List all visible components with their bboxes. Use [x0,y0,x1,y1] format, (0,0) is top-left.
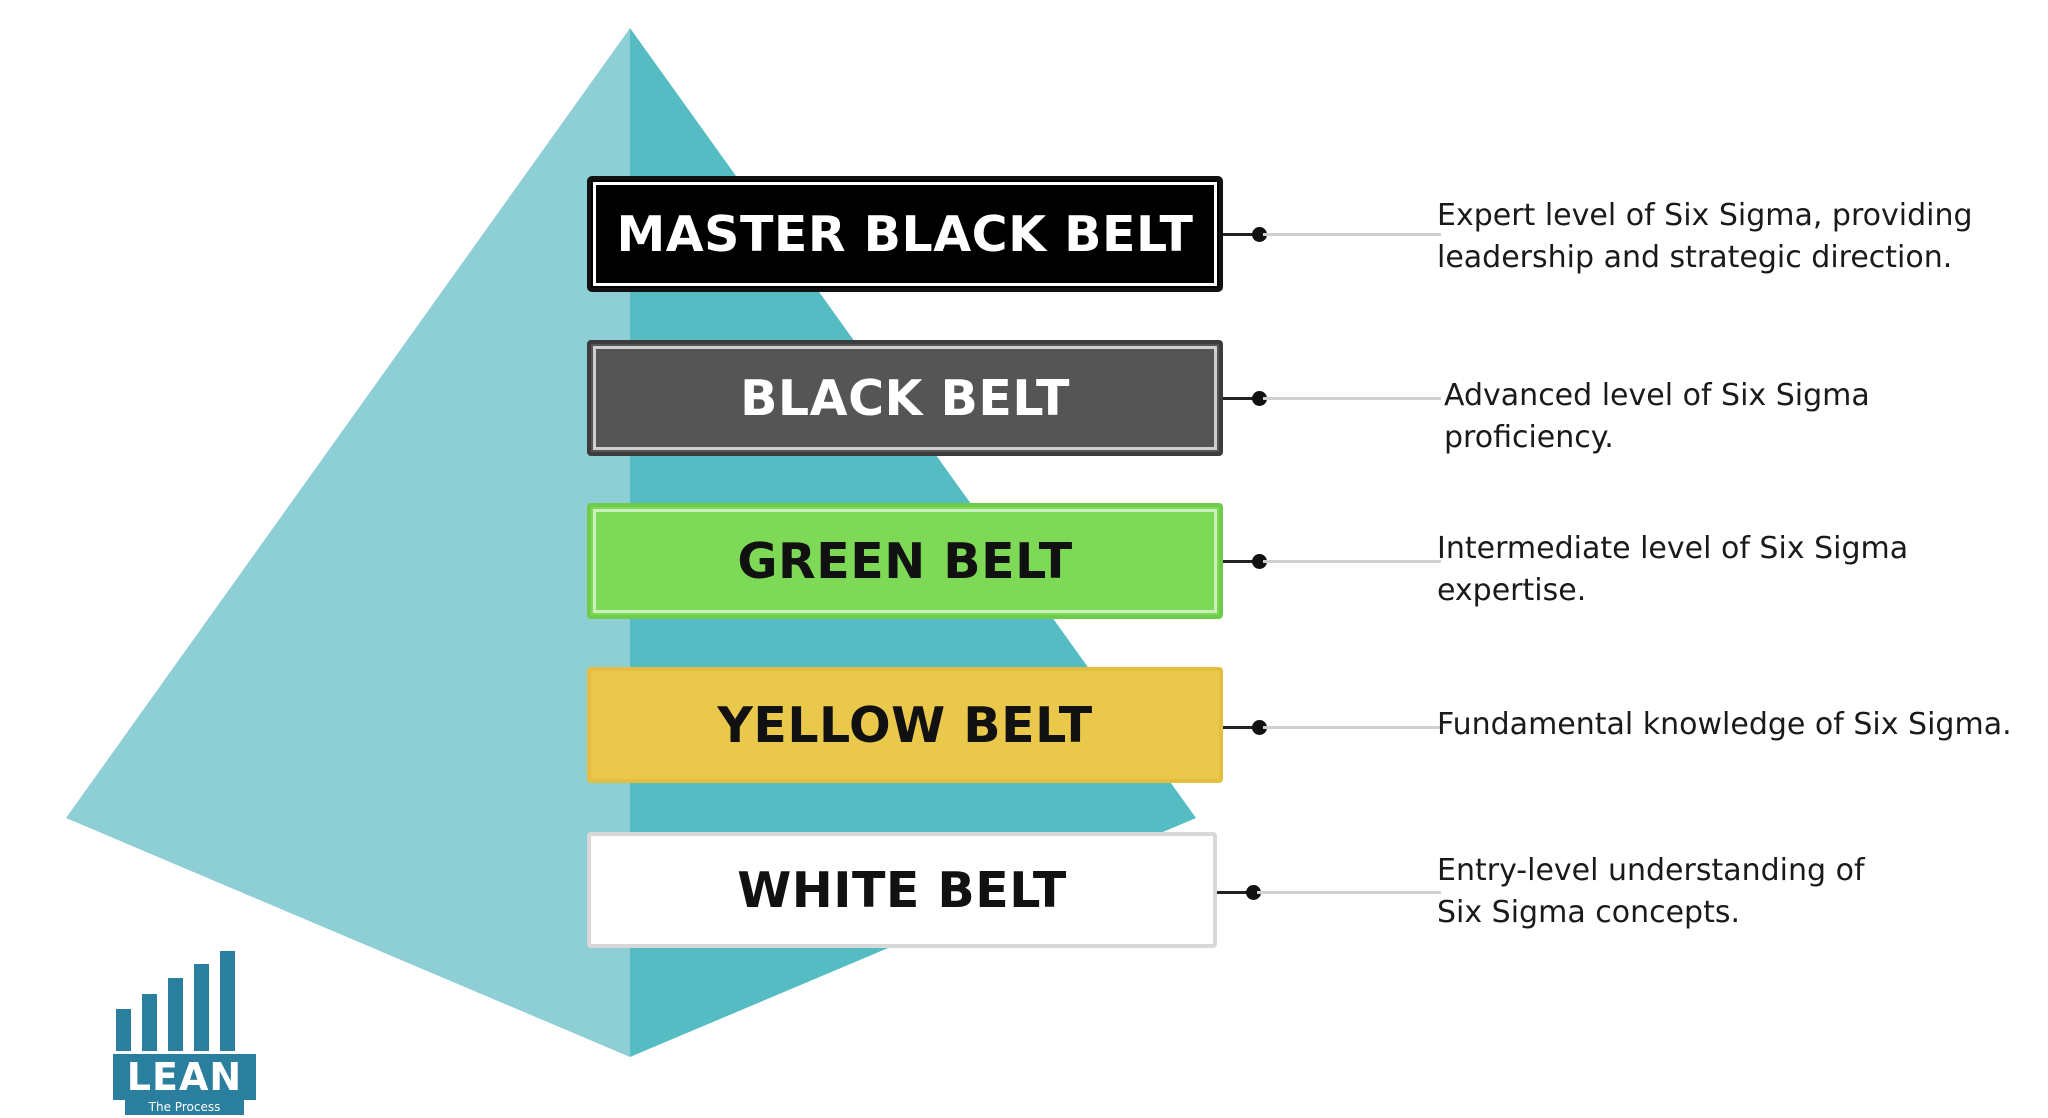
green-belt-description: Intermediate level of Six Sigma expertis… [1437,528,1908,612]
logo-bars [113,950,256,1051]
description-line: Expert level of Six Sigma, providing [1437,198,1973,233]
lean-logo: LEAN The Process [113,950,256,1118]
connector-stub [1223,560,1259,563]
green-belt-label: GREEN BELT [737,532,1073,590]
black-belt-box: BLACK BELT [587,340,1223,456]
connector-dot [1252,720,1267,735]
white-belt-box: WHITE BELT [587,832,1217,948]
logo-bar [194,964,209,1051]
connector-dot [1252,391,1267,406]
white-belt-label: WHITE BELT [737,861,1067,919]
description-line: Fundamental knowledge of Six Sigma. [1437,707,2012,742]
connector-dot [1252,227,1267,242]
connector-stub [1223,397,1259,400]
logo-bar [142,994,157,1051]
master-black-belt-label: MASTER BLACK BELT [616,205,1194,263]
connector-line [1263,560,1441,563]
logo-subtitle: The Process [125,1100,244,1115]
connector-stub [1223,726,1259,729]
description-line: Six Sigma concepts. [1437,895,1741,930]
pyramid-left-face [66,28,630,1057]
green-belt-box: GREEN BELT [587,503,1223,619]
connector-stub [1217,891,1253,894]
connector-dot [1252,554,1267,569]
description-line: expertise. [1437,573,1587,608]
black-belt-label: BLACK BELT [740,369,1070,427]
connector-dot [1246,885,1261,900]
yellow-belt-description: Fundamental knowledge of Six Sigma. [1437,704,2012,746]
connector-stub [1223,233,1259,236]
logo-title: LEAN [113,1054,256,1100]
black-belt-description: Advanced level of Six Sigma proficiency. [1444,375,2048,459]
logo-bar [116,1009,131,1051]
logo-bar [220,951,235,1051]
connector-line [1263,397,1441,400]
logo-bar [168,978,183,1051]
connector-line [1263,726,1441,729]
description-line: leadership and strategic direction. [1437,240,1953,275]
description-line: Advanced level of Six Sigma proficiency. [1444,378,1870,455]
master-black-belt-description: Expert level of Six Sigma, providing lea… [1437,195,1973,279]
yellow-belt-label: YELLOW BELT [717,696,1093,754]
description-line: Intermediate level of Six Sigma [1437,531,1909,566]
description-line: Entry-level understanding of [1437,853,1865,888]
white-belt-description: Entry-level understanding of Six Sigma c… [1437,850,1865,934]
yellow-belt-box: YELLOW BELT [587,667,1223,783]
connector-line [1263,233,1441,236]
connector-line [1257,891,1441,894]
master-black-belt-box: MASTER BLACK BELT [587,176,1223,292]
